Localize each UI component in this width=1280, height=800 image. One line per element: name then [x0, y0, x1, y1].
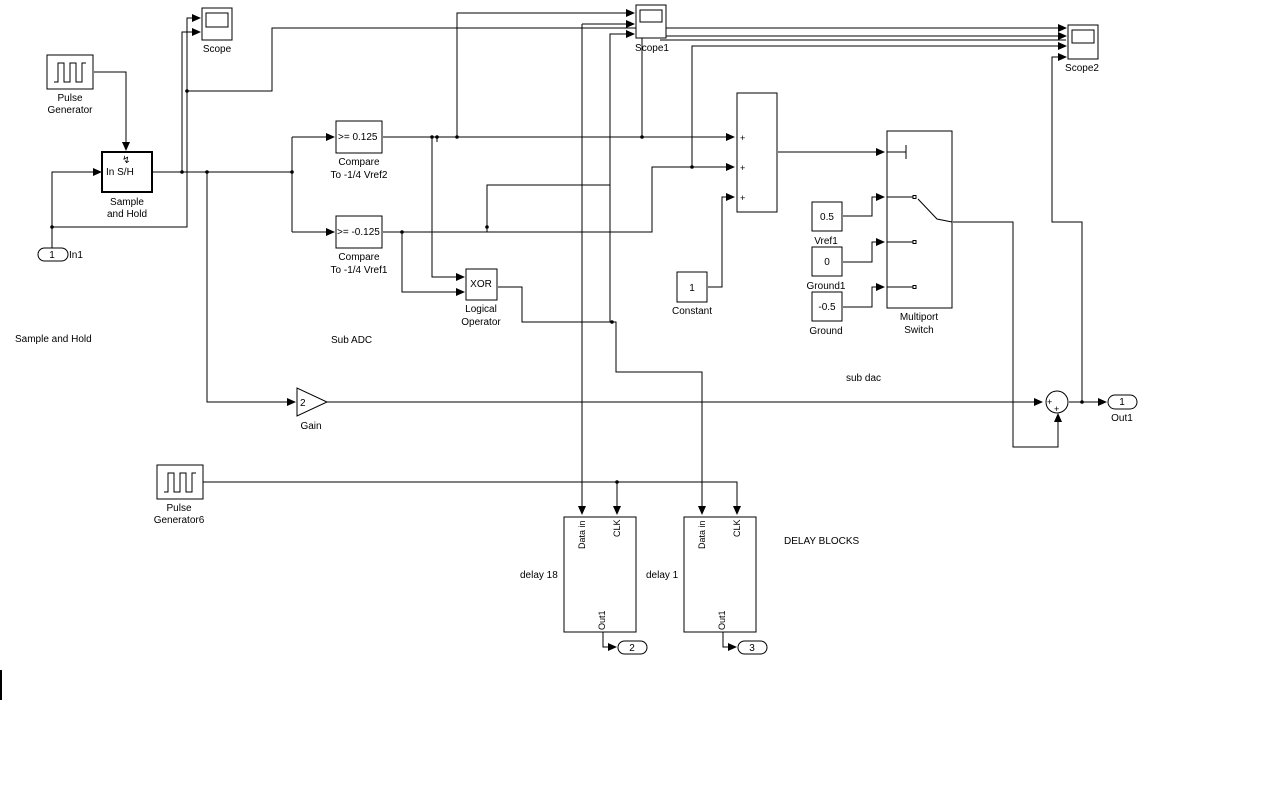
xor-label-1: Logical: [465, 304, 497, 315]
pulse-generator6-label-1: Pulse: [166, 503, 191, 514]
delay18-block[interactable]: Data in CLK Out1 delay 18: [520, 516, 637, 633]
trigger-icon: ↯: [122, 155, 130, 166]
gain-block[interactable]: 2 Gain: [296, 387, 329, 432]
switch-label-2: Switch: [904, 325, 933, 336]
scope2-block[interactable]: Scope2: [1065, 24, 1099, 74]
out2-number: 2: [629, 643, 635, 654]
ground-label: Ground: [809, 326, 842, 337]
pulse-generator-block[interactable]: Pulse Generator: [46, 54, 94, 116]
annotation-sub-adc: Sub ADC: [331, 335, 372, 346]
signal-wires: [51, 9, 1107, 651]
ground1-label: Ground1: [807, 281, 846, 292]
delay18-label: delay 18: [520, 570, 558, 581]
delay1-clk-port: CLK: [732, 519, 742, 537]
out3-number: 3: [749, 643, 755, 654]
delay18-clk-port: CLK: [612, 519, 622, 537]
pulse-generator6-label-2: Generator6: [154, 515, 205, 526]
ground-value: -0.5: [818, 302, 836, 313]
delay1-label: delay 1: [646, 570, 679, 581]
scope2-label: Scope2: [1065, 63, 1099, 74]
in1-number: 1: [49, 250, 55, 261]
out1-number: 1: [1119, 397, 1125, 408]
sample-hold-glyph: In S/H: [106, 167, 134, 178]
gain-value: 2: [300, 398, 306, 409]
delay18-out-port: Out1: [597, 610, 607, 630]
ground-block[interactable]: -0.5 Ground: [809, 291, 843, 337]
out3-port[interactable]: 3: [737, 640, 768, 655]
annotation-delay-blocks: DELAY BLOCKS: [784, 536, 860, 547]
sample-hold-label-2: and Hold: [107, 209, 147, 220]
sum-sign-2: +: [740, 163, 745, 173]
gain-label: Gain: [300, 421, 321, 432]
sum2-sign-2: +: [1054, 404, 1059, 414]
sum-block[interactable]: + + +: [736, 92, 778, 213]
scope-block[interactable]: Scope: [201, 7, 233, 55]
ground1-block[interactable]: 0 Ground1: [807, 246, 846, 292]
annotation-sample-and-hold: Sample and Hold: [15, 334, 92, 345]
sum-sign-3: +: [740, 193, 745, 203]
compare-pos-label-2: To -1/4 Vref2: [331, 170, 388, 181]
sum2-sign-1: +: [1047, 397, 1052, 407]
vref1-value: 0.5: [820, 212, 834, 223]
vref1-block[interactable]: 0.5 Vref1: [811, 201, 843, 247]
in1-label: In1: [69, 250, 83, 261]
compare-to-vref1-block[interactable]: >= -0.125 Compare To -1/4 Vref1: [331, 215, 388, 276]
in1-port[interactable]: 1 In1: [37, 247, 83, 262]
scope1-block[interactable]: Scope1: [635, 4, 669, 54]
sum-sign-1: +: [740, 133, 745, 143]
sample-hold-label-1: Sample: [110, 197, 144, 208]
delay1-out-port: Out1: [717, 610, 727, 630]
out1-port[interactable]: 1 Out1: [1107, 394, 1138, 424]
pulse-generator-label-1: Pulse: [57, 93, 82, 104]
sample-and-hold-block[interactable]: In S/H ↯ Sample and Hold: [101, 151, 153, 220]
delay18-data-in-port: Data in: [577, 520, 587, 549]
xor-glyph: XOR: [470, 279, 492, 290]
delay1-data-in-port: Data in: [697, 520, 707, 549]
out1-label: Out1: [1111, 413, 1133, 424]
pulse-generator-label-2: Generator: [47, 105, 93, 116]
ground1-value: 0: [824, 257, 830, 268]
delay1-block[interactable]: Data in CLK Out1 delay 1: [646, 516, 757, 633]
sum2-block[interactable]: + +: [1045, 390, 1069, 414]
junction-dots: [50, 89, 1084, 484]
constant-block[interactable]: 1 Constant: [672, 271, 712, 317]
compare-neg-glyph: >= -0.125: [337, 227, 380, 238]
multiport-switch-block[interactable]: Multiport Switch: [886, 130, 953, 336]
switch-label-1: Multiport: [900, 312, 939, 323]
compare-pos-glyph: >= 0.125: [338, 132, 378, 143]
scope-label: Scope: [203, 44, 232, 55]
compare-neg-label-2: To -1/4 Vref1: [331, 265, 388, 276]
out2-port[interactable]: 2: [617, 640, 648, 655]
compare-neg-label-1: Compare: [338, 252, 380, 263]
logical-operator-block[interactable]: XOR Logical Operator: [461, 268, 501, 328]
compare-to-vref2-block[interactable]: >= 0.125 Compare To -1/4 Vref2: [331, 120, 388, 181]
constant-value: 1: [689, 283, 695, 294]
annotation-sub-dac: sub dac: [846, 373, 881, 384]
pulse-generator6-block[interactable]: Pulse Generator6: [154, 464, 205, 526]
vref1-label: Vref1: [814, 236, 838, 247]
xor-label-2: Operator: [461, 317, 501, 328]
scope1-label: Scope1: [635, 43, 669, 54]
compare-pos-label-1: Compare: [338, 157, 380, 168]
constant-label: Constant: [672, 306, 712, 317]
